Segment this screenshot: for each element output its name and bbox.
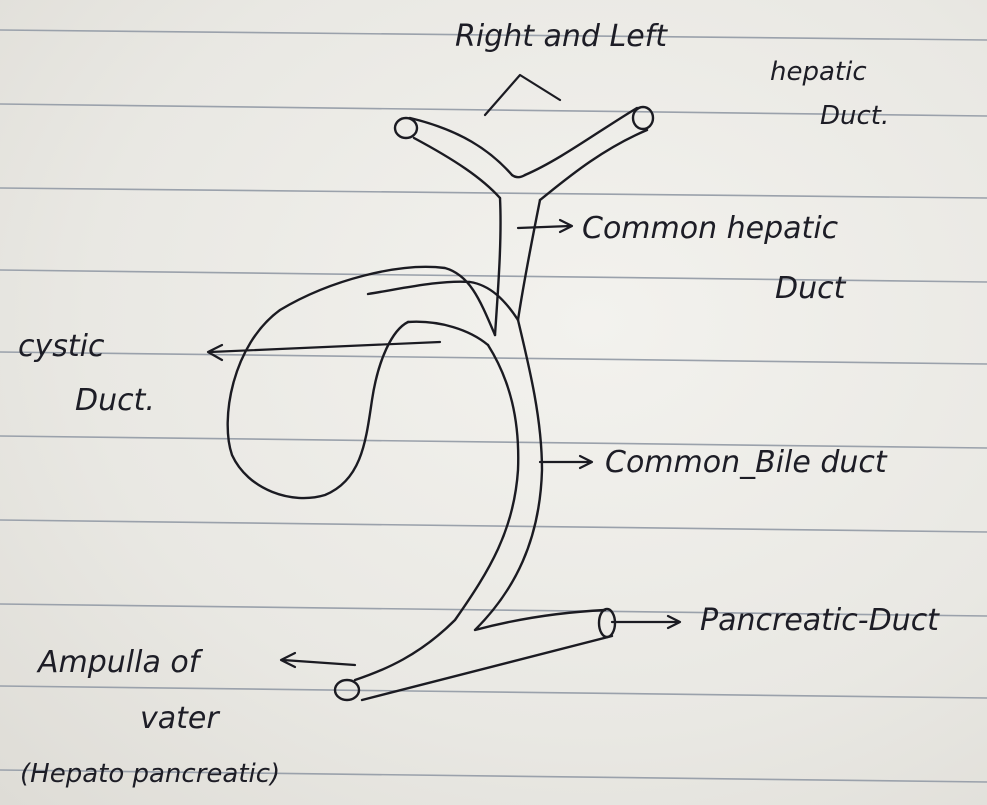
label-hepatic: hepatic: [770, 57, 867, 87]
pancreatic-duct-lower-wall: [362, 636, 612, 700]
pancreatic-duct-arrow: [612, 616, 680, 628]
label-pancreatic-duct: Pancreatic-Duct: [700, 603, 940, 638]
hepatic-junction: [512, 175, 525, 177]
common-bile-duct: [355, 320, 605, 680]
left-hepatic-duct-lower: [540, 130, 647, 200]
cystic-duct-and-gallbladder: [228, 267, 518, 498]
ampulla-arrow: [281, 653, 355, 667]
label-right-and-left: Right and Left: [455, 19, 668, 54]
right-hepatic-duct-opening: [395, 118, 417, 138]
label-duct-top: Duct.: [820, 101, 889, 131]
label-common-hepatic: Common hepatic: [582, 211, 839, 246]
label-ampulla: Ampulla of: [36, 645, 204, 680]
label-hepatopancreatic: (Hepato pancreatic): [20, 759, 280, 789]
label-cystic-duct: Duct.: [75, 383, 155, 418]
right-hepatic-duct-lower: [414, 138, 500, 198]
common-bile-duct-left-wall: [355, 345, 518, 680]
label-vater: vater: [140, 701, 220, 736]
right-left-bracket: [485, 75, 560, 115]
label-cystic: cystic: [18, 329, 105, 364]
left-hepatic-duct-opening: [633, 107, 653, 129]
pancreatic-duct: [335, 609, 615, 700]
labels: Right and Left hepatic Duct. Common hepa…: [18, 19, 940, 789]
label-common-hepatic-duct: Duct: [775, 271, 847, 306]
common-hepatic-left-wall: [495, 198, 501, 335]
gallbladder-outline: [228, 267, 495, 498]
common-hepatic-arrow: [518, 220, 572, 232]
annotation-arrows: [208, 75, 680, 667]
label-common-bile-duct: Common_Bile duct: [605, 445, 888, 480]
cystic-duct-lower: [408, 322, 488, 345]
common-hepatic-right-wall: [518, 200, 540, 320]
common-hepatic-duct: [495, 198, 540, 335]
common-bile-duct-right-wall: [475, 320, 605, 630]
hepatic-ducts: [395, 107, 653, 200]
common-bile-duct-arrow: [540, 456, 592, 468]
left-hepatic-duct-upper: [525, 108, 637, 175]
